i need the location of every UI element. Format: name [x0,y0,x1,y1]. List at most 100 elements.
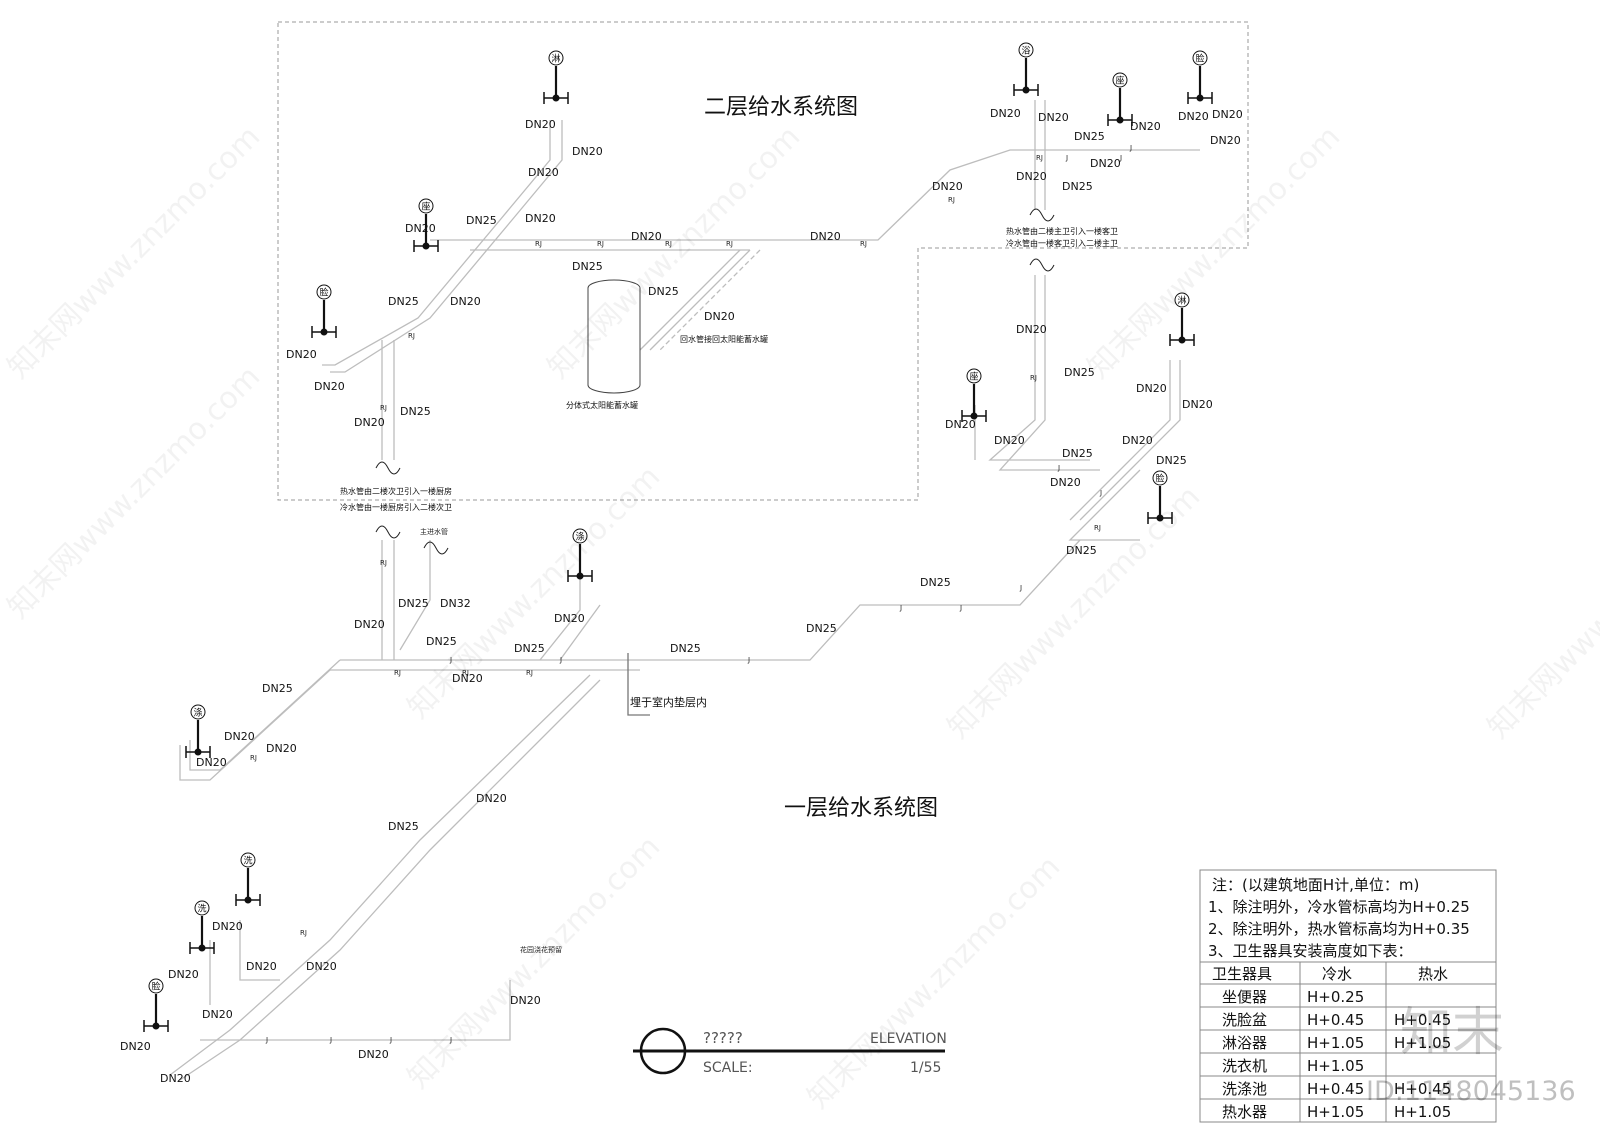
pipe-break-icon [375,461,401,475]
fixture-toilet: 座 [413,198,439,252]
watermark-text: 知末网www.znzmo.com [1,359,267,625]
pipe-code-label: RJ [526,669,533,677]
pipe-code-label: RJ [380,404,387,412]
pipe-size-label: DN20 [1016,170,1047,183]
fixture-marker-icon [148,978,164,994]
pipe-code-label: RJ [250,754,257,762]
legend-cell: H+1.05 [1307,1103,1364,1121]
fixture-symbol: 脸 [319,287,328,299]
pipe-code-label: J [449,1036,452,1044]
note-left-hot: 热水管由二楼次卫引入一楼厨房 [340,486,452,496]
pipe-code-label: RJ [860,240,867,248]
fixture-marker-icon [572,528,588,544]
note-right-hot: 热水管由二楼主卫引入一楼客卫 [1006,226,1118,236]
pipe-code-label: J [265,1036,268,1044]
fixture-sink: 涤 [185,704,211,758]
legend-line-2: 2、除注明外，热水管标高均为H+0.35 [1208,920,1470,938]
fixture-symbol: 座 [969,371,978,383]
legend-line-1: 1、除注明外，冷水管标高均为H+0.25 [1208,898,1470,916]
main-supply-label: 主进水管 [420,527,448,536]
fixture-marker-icon [418,198,434,214]
legend-line-3: 3、卫生器具安装高度如下表： [1208,942,1413,960]
legend-cell: 洗衣机 [1222,1057,1267,1075]
pipe-size-label: DN20 [1178,110,1209,123]
legend-cell: 热水器 [1222,1103,1267,1121]
legend-cell: H+0.45 [1394,1080,1451,1098]
pipe-code-label: J [449,656,452,664]
legend-cell: 洗涤池 [1222,1080,1267,1098]
fixture-marker-icon [316,284,332,300]
watermark-logo: 知末 [1400,1003,1504,1063]
pipe-code-label: J [1019,584,1022,592]
pipes-second-left [322,120,1200,460]
pipe-code-label: RJ [300,929,307,937]
fixture-symbol: 座 [421,201,430,213]
pipe-size-label: DN20 [1212,108,1243,121]
pipe-size-label: DN25 [670,642,701,655]
pipe-size-label: DN20 [631,230,662,243]
pipe-size-label: DN20 [994,434,1025,447]
legend-cell: H+0.45 [1394,1011,1451,1029]
pipe-code-label: RJ [1030,374,1037,382]
pipe-size-label: DN25 [806,622,837,635]
watermark-text: 知末网www.znzmo.com [541,119,807,385]
fixture-marker-icon [1174,292,1190,308]
legend-col-fixture: 卫生器具 [1212,965,1272,983]
fixture-toilet: 座 [961,368,987,422]
second-floor-title: 二层给水系统图 [704,95,858,120]
first-floor-title: 一层给水系统图 [784,796,938,821]
pipe-size-label: DN20 [1038,111,1069,124]
fixture-marker-icon [240,852,256,868]
fixture-symbol: 洗 [197,903,206,915]
pipe-size-label: DN32 [440,597,471,610]
fixture-marker-icon [1192,50,1208,66]
pipe-code-label: RJ [1036,154,1043,162]
pipe-size-label: DN20 [945,418,976,431]
fixture-symbol: 浴 [1021,46,1030,57]
note-right-cold: 冷水管由一楼客卫引入二楼主卫 [1006,238,1118,248]
tank-label: 分体式太阳能蓄水罐 [566,400,638,410]
fixture-toilet: 座 [1107,72,1133,126]
watermark-text: 知末网www.znzmo.com [401,459,667,725]
fixture-symbol: 洗 [243,855,252,867]
pipe-size-label: DN25 [1156,454,1187,467]
pipe-size-label: DN25 [572,260,603,273]
pipe-code-label: J [747,656,750,664]
pipe-size-label: DN25 [466,214,497,227]
elevation-label: ELEVATION [870,1031,947,1047]
fixture-marker-icon [1152,470,1168,486]
fixture-marker-icon [190,704,206,720]
pipe-size-label: DN25 [648,285,679,298]
pipe-break-icon [1029,208,1055,222]
pipe-code-label: J [1099,489,1102,497]
fixture-basin: 脸 [143,978,169,1032]
legend-cell: H+1.05 [1307,1057,1364,1075]
watermark-text: 知末网www.znzmo.com [1481,479,1600,745]
fixture-symbol: 涤 [575,531,584,543]
pipe-size-label: DN20 [168,968,199,981]
legend-cell: H+0.45 [1307,1080,1364,1098]
pipe-size-label: DN20 [528,166,559,179]
fixture-bath: 浴 [1013,42,1039,96]
pipe-code-label: RJ [948,196,955,204]
pipe-break-icon [423,541,449,555]
pipe-code-label: RJ [462,669,469,677]
pipe-size-label: DN25 [400,405,431,418]
legend-cell: H+0.45 [1307,1011,1364,1029]
pipe-size-label: DN20 [525,212,556,225]
pipe-code-label: RJ [535,240,542,248]
pipe-code-label: J [559,656,562,664]
fixture-marker-icon [966,368,982,384]
pipe-size-label: DN20 [246,960,277,973]
pipe-code-label: RJ [726,240,733,248]
pipe-code-label: J [899,604,902,612]
pipe-size-label: DN20 [224,730,255,743]
pipe-size-label: DN20 [1136,382,1167,395]
pipe-code-label: J [1065,154,1068,162]
fixture-symbol: 座 [1115,75,1124,87]
pipe-code-label: RJ [1094,524,1101,532]
pipe-size-label: DN20 [932,180,963,193]
pipe-code-label: J [329,1036,332,1044]
